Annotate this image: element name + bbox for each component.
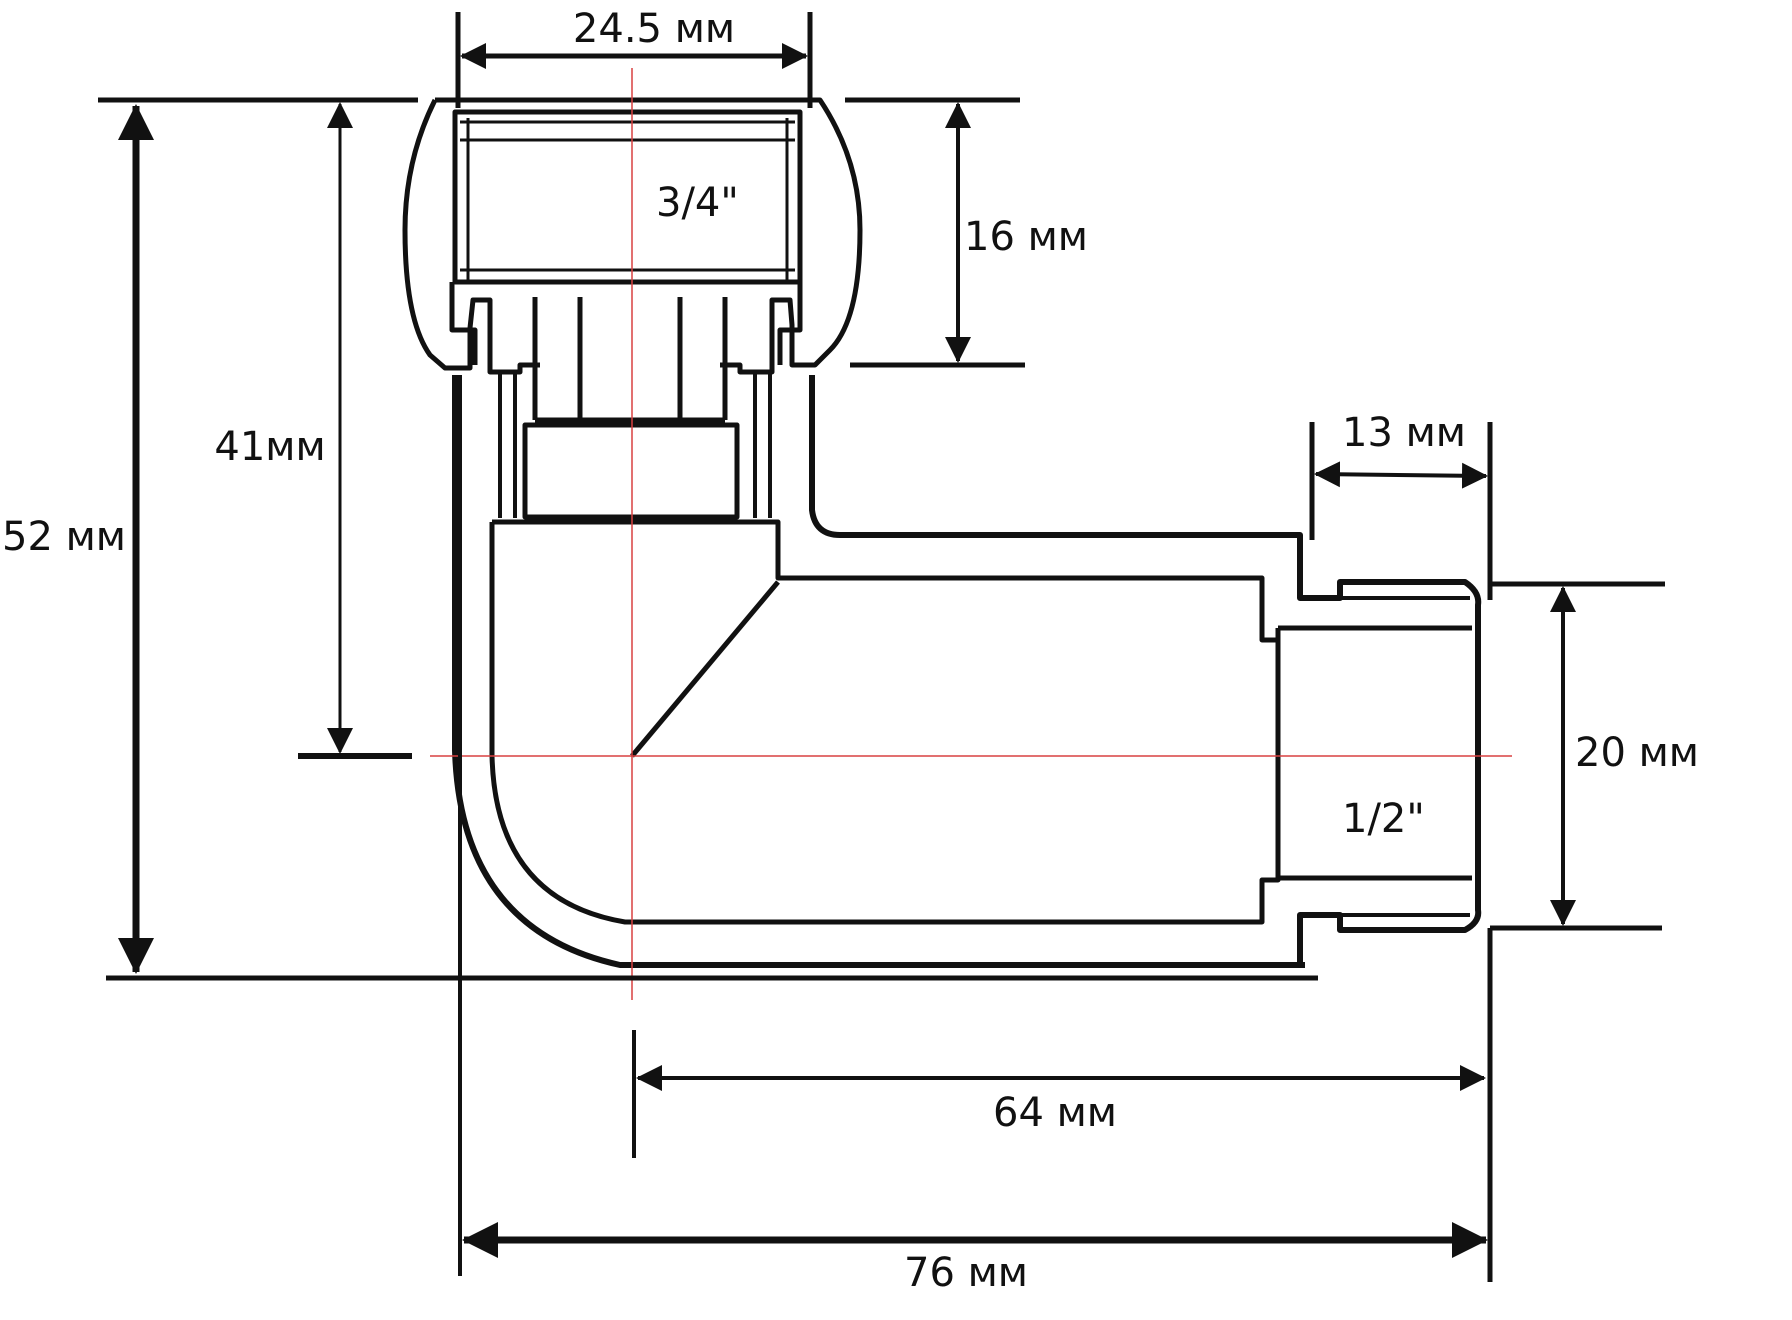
label-height-to-axis: 41мм <box>214 424 325 470</box>
label-top-width: 24.5 мм <box>573 6 735 52</box>
label-total-length: 76 мм <box>904 1250 1028 1296</box>
nut-thread-box <box>452 109 803 285</box>
elbow-outer <box>452 375 1305 968</box>
center-axes <box>430 68 1512 1000</box>
side-thread <box>1275 625 1472 881</box>
dim-side-thread-length-line <box>1314 461 1488 489</box>
elbow-outer-right <box>809 375 1482 965</box>
spigot <box>532 297 728 423</box>
label-top-thread-length: 16 мм <box>964 214 1088 260</box>
elbow-inner <box>489 519 1281 925</box>
union-nut-outline <box>402 97 863 375</box>
label-thread-top: 3/4" <box>656 180 739 226</box>
label-side-thread-length: 13 мм <box>1342 410 1466 456</box>
dimension-lines <box>98 12 1665 1282</box>
labels: 24.5 мм 16 мм 41мм 52 мм 13 мм 20 мм 64 … <box>2 6 1699 1296</box>
label-side-thread-diameter: 20 мм <box>1575 730 1699 776</box>
label-total-height: 52 мм <box>2 514 126 560</box>
fitting-body <box>402 97 1482 968</box>
label-thread-side: 1/2" <box>1342 796 1425 842</box>
label-axis-to-end: 64 мм <box>993 1090 1117 1136</box>
